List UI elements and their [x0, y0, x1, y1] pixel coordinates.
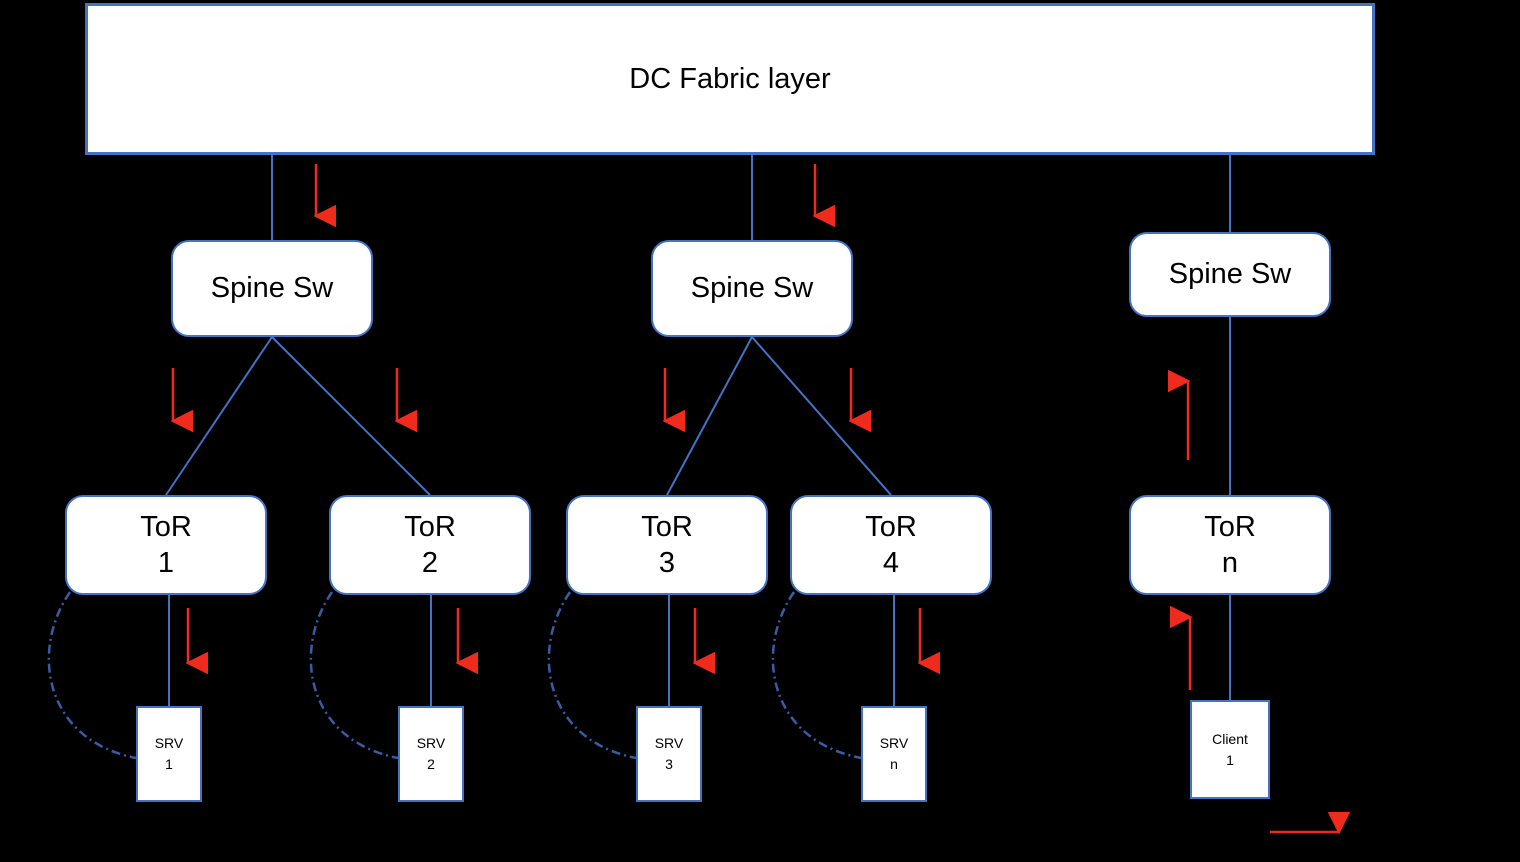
tor-4-box[interactable]: ToR 4	[790, 495, 992, 595]
dc-fabric-layer-box[interactable]: DC Fabric layer	[85, 3, 1375, 155]
tor-1-loop-srv-1-dashed-link	[47, 591, 137, 760]
srv-1-label-line2: 1	[165, 756, 173, 772]
srv-3-box[interactable]: SRV 3	[636, 706, 702, 802]
srv-2-label-line2: 2	[427, 756, 435, 772]
tor-1-box[interactable]: ToR 1	[65, 495, 267, 595]
client-1-label-line1: Client	[1212, 730, 1248, 747]
srv-2-box[interactable]: SRV 2	[398, 706, 464, 802]
spine-1-to-tor-1-link	[165, 336, 273, 496]
tor-3-label-line1: ToR	[641, 510, 693, 543]
spine-3-box[interactable]: Spine Sw	[1129, 232, 1331, 317]
srv-3-label-line1: SRV	[654, 735, 684, 752]
spine-2-label: Spine Sw	[690, 272, 814, 305]
tor-4-label-line1: ToR	[865, 510, 917, 543]
spine-2-box[interactable]: Spine Sw	[651, 240, 853, 337]
spine-2-to-tor-4-link	[751, 336, 892, 496]
client-1-box[interactable]: Client 1	[1190, 700, 1270, 799]
tor-n-label-line2: n	[1221, 547, 1239, 579]
tor-2-box[interactable]: ToR 2	[329, 495, 531, 595]
tor-2-label-line2: 2	[421, 547, 439, 579]
srv-2-label-line1: SRV	[416, 735, 446, 752]
srv-1-label-line1: SRV	[154, 735, 184, 752]
spine-3-label: Spine Sw	[1168, 258, 1292, 291]
spine-1-box[interactable]: Spine Sw	[171, 240, 373, 337]
tor-3-box[interactable]: ToR 3	[566, 495, 768, 595]
tor-2-label-line1: ToR	[404, 510, 456, 543]
tor-1-label-line2: 1	[157, 547, 175, 579]
tor-n-box[interactable]: ToR n	[1129, 495, 1331, 595]
spine-2-to-tor-3-link	[666, 336, 753, 496]
spine-1-label: Spine Sw	[210, 272, 334, 305]
spine-1-to-tor-2-link	[271, 336, 431, 496]
srv-n-label-line2: n	[890, 756, 898, 772]
solid-links-group	[165, 155, 1231, 706]
tor-4-loop-srv-n-dashed-link	[771, 591, 862, 760]
srv-n-label-line1: SRV	[879, 735, 909, 752]
tor-1-label-line1: ToR	[140, 510, 192, 543]
tor-n-label-line1: ToR	[1204, 510, 1256, 543]
srv-n-box[interactable]: SRV n	[861, 706, 927, 802]
client-1-label-line2: 1	[1226, 751, 1234, 768]
tor-3-label-line2: 3	[658, 547, 676, 579]
tor-3-loop-srv-3-dashed-link	[547, 591, 637, 760]
srv-1-box[interactable]: SRV 1	[136, 706, 202, 802]
dc-fabric-layer-label: DC Fabric layer	[629, 62, 831, 95]
tor-2-loop-srv-2-dashed-link	[309, 591, 399, 760]
tor-4-label-line2: 4	[882, 547, 900, 579]
srv-3-label-line2: 3	[665, 756, 673, 772]
